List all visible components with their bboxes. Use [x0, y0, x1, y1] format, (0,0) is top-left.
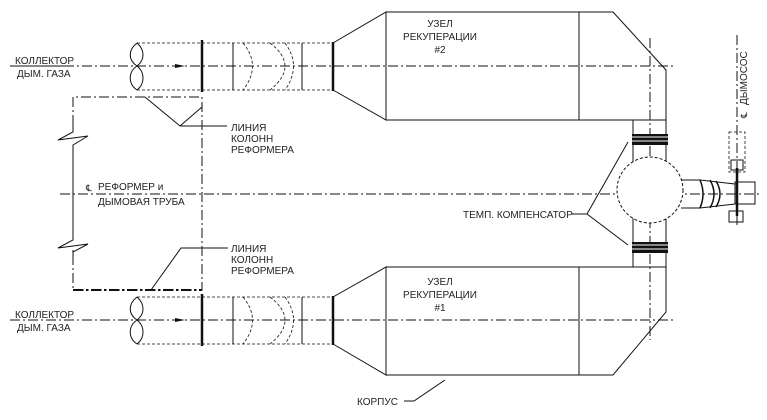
svg-text:РЕКУПЕРАЦИИ: РЕКУПЕРАЦИИ: [403, 290, 477, 301]
svg-text:КОЛОНН: КОЛОНН: [231, 255, 273, 266]
top-duct: [129, 11, 387, 121]
recovery-unit-1: [386, 266, 667, 376]
label-collector-top: КОЛЛЕКТОР ДЫМ. ГАЗА: [15, 56, 74, 80]
label-casing: КОРПУС: [357, 397, 398, 408]
centerline-symbol-icon: ℄: [739, 112, 749, 119]
label-recovery-2: УЗЕЛ РЕКУПЕРАЦИИ #2: [403, 19, 477, 56]
svg-text:РЕФОРМЕРА: РЕФОРМЕРА: [231, 266, 294, 277]
collector-duct: [616, 120, 684, 267]
svg-text:УЗЕЛ: УЗЕЛ: [427, 277, 452, 288]
leaders: [144, 96, 629, 402]
svg-text:ЛИНИЯ: ЛИНИЯ: [231, 244, 266, 255]
svg-text:РЕФОРМЕР и: РЕФОРМЕР и: [98, 182, 163, 193]
label-collector-bottom: КОЛЛЕКТОР ДЫМ. ГАЗА: [15, 310, 74, 334]
fan-assembly: [681, 35, 756, 225]
svg-text:#1: #1: [434, 303, 446, 314]
svg-text:ДЫМ. ГАЗА: ДЫМ. ГАЗА: [17, 323, 71, 334]
bottom-duct: [73, 266, 387, 376]
svg-text:ДЫМОВАЯ ТРУБА: ДЫМОВАЯ ТРУБА: [98, 197, 185, 208]
svg-text:УЗЕЛ: УЗЕЛ: [427, 19, 452, 30]
label-column-line-bottom: ЛИНИЯ КОЛОНН РЕФОРМЕРА: [231, 244, 294, 277]
svg-text:КОЛЛЕКТОР: КОЛЛЕКТОР: [15, 56, 74, 67]
svg-text:ДЫМ. ГАЗА: ДЫМ. ГАЗА: [17, 69, 71, 80]
label-reformer: ℄ РЕФОРМЕР и ДЫМОВАЯ ТРУБА: [85, 182, 185, 208]
recovery-unit-2: [386, 11, 667, 121]
svg-text:РЕКУПЕРАЦИИ: РЕКУПЕРАЦИИ: [403, 32, 477, 43]
svg-text:ЛИНИЯ: ЛИНИЯ: [231, 123, 266, 134]
label-fan: ДЫМОСОС: [739, 51, 750, 105]
svg-text:КОЛЛЕКТОР: КОЛЛЕКТОР: [15, 310, 74, 321]
label-compensator: ТЕМП. КОМПЕНСАТОР: [463, 210, 573, 221]
reformer-outline: [57, 96, 203, 291]
label-column-line-top: ЛИНИЯ КОЛОНН РЕФОРМЕРА: [231, 123, 294, 156]
svg-text:КОЛОНН: КОЛОНН: [231, 134, 273, 145]
label-recovery-1: УЗЕЛ РЕКУПЕРАЦИИ #1: [403, 277, 477, 314]
svg-text:℄: ℄: [85, 183, 92, 193]
svg-text:РЕФОРМЕРА: РЕФОРМЕРА: [231, 145, 294, 156]
svg-text:#2: #2: [434, 45, 446, 56]
